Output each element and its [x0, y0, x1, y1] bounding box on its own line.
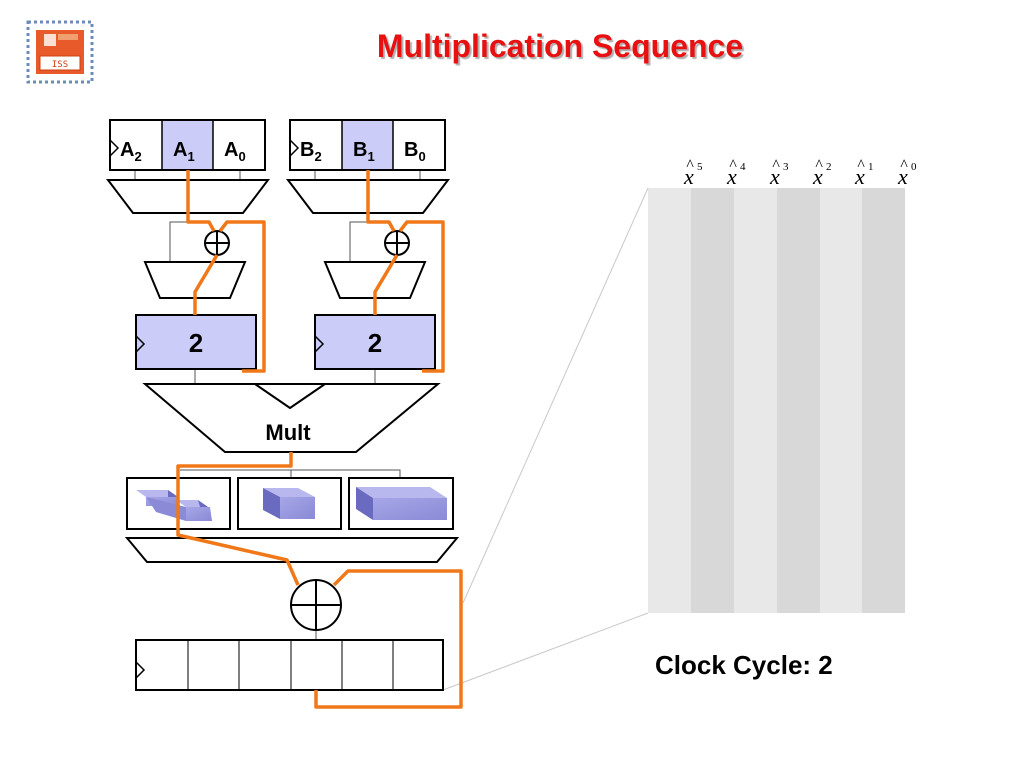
digit-label-1: x^1 [854, 157, 874, 189]
svg-text:2: 2 [368, 328, 382, 358]
register-b-cell-0: B0 [404, 139, 426, 164]
svg-text:^: ^ [815, 157, 823, 174]
svg-text:Mult: Mult [265, 420, 311, 445]
svg-text:x: x [769, 164, 780, 189]
register-b-cell-1: B1 [353, 139, 375, 164]
logo-text: ISS [52, 60, 68, 70]
accumulator-register [135, 639, 444, 691]
adder-icon [290, 579, 342, 631]
page-title: Multiplication Sequence [376, 28, 744, 64]
svg-text:x: x [683, 164, 694, 189]
svg-text:^: ^ [729, 157, 737, 174]
svg-text:4: 4 [740, 161, 746, 173]
register-a-cell-1: A1 [173, 139, 195, 164]
multiplier-unit: Mult [142, 383, 441, 453]
svg-text:x: x [854, 164, 865, 189]
svg-text:3: 3 [783, 161, 789, 173]
digit-label-0: x^0 [897, 157, 917, 189]
counter-b: 2 [314, 314, 436, 370]
digit-labels: x^5 x^4 x^3 x^2 x^1 x^0 [683, 157, 917, 189]
register-a-cell-2: A2 [120, 139, 142, 164]
svg-text:^: ^ [772, 157, 780, 174]
svg-text:5: 5 [697, 161, 703, 173]
svg-text:2: 2 [189, 328, 203, 358]
counter-a: 2 [135, 314, 257, 370]
block-step-icon [136, 490, 212, 521]
svg-text:1: 1 [868, 161, 874, 173]
digit-label-2: x^2 [812, 157, 832, 189]
digit-strips [648, 188, 905, 613]
clock-cycle-label: Clock Cycle: 2 [655, 650, 833, 680]
register-b-cell-2: B2 [300, 139, 322, 164]
svg-text:2: 2 [826, 161, 832, 173]
svg-text:x: x [812, 164, 823, 189]
xor-a-icon [204, 230, 230, 256]
svg-text:0: 0 [911, 161, 917, 173]
block-medium-icon [263, 488, 315, 519]
partial-product-boxes [126, 477, 454, 530]
digit-label-5: x^5 [683, 157, 703, 189]
svg-text:^: ^ [686, 157, 694, 174]
svg-text:x: x [897, 164, 908, 189]
iss-logo-icon: ISS [26, 20, 94, 84]
digit-label-3: x^3 [769, 157, 789, 189]
svg-text:^: ^ [857, 157, 865, 174]
digit-label-4: x^4 [726, 157, 746, 189]
xor-b-icon [384, 230, 410, 256]
svg-text:^: ^ [900, 157, 908, 174]
svg-text:x: x [726, 164, 737, 189]
register-b: B2 B1 B0 [289, 119, 446, 171]
register-a-cell-0: A0 [224, 139, 246, 164]
accumulator-mux [124, 537, 460, 563]
register-a: A2 A1 A0 [109, 119, 266, 171]
block-large-icon [356, 487, 447, 520]
active-wires [176, 170, 463, 709]
